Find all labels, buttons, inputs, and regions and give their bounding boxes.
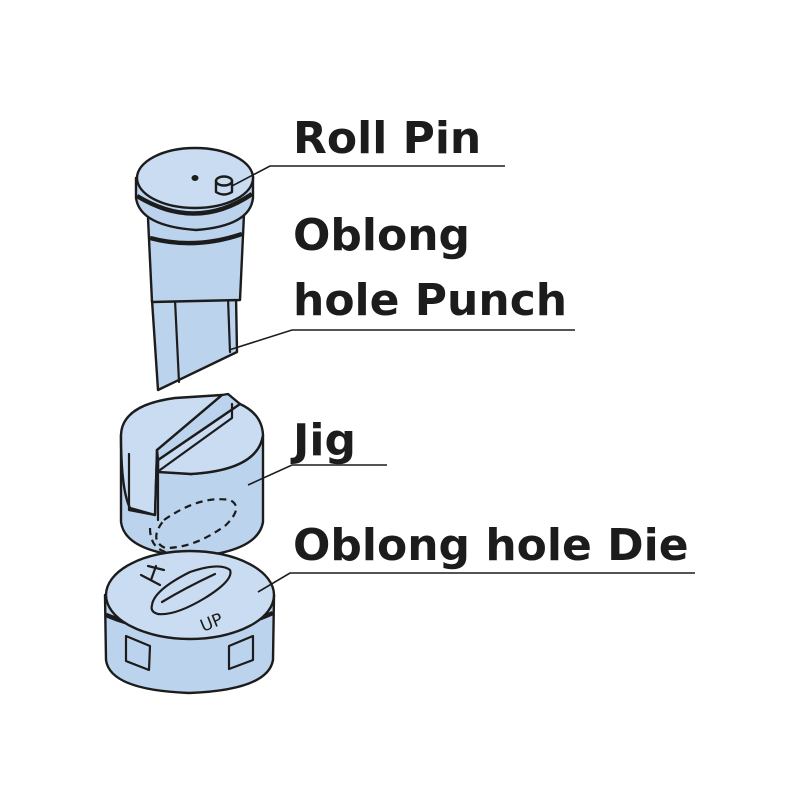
punch-leader [228,329,575,351]
die-window-left [124,634,152,672]
label-die: Oblong hole Die [293,520,689,571]
punch-blade [150,294,239,392]
roll-pin-hole [191,175,199,181]
jig-top-right [156,402,265,476]
jig-slot-left [127,393,224,517]
punch-head-band [135,192,254,216]
roll-pin-leader [231,165,505,187]
label-roll-pin: Roll Pin [293,113,481,164]
die-alignment-mark [139,564,166,587]
oblong-hole-die: UP [103,549,276,695]
punch-neck-band [149,231,243,246]
punch-blade-edge [173,298,181,384]
die-top-face [104,549,276,641]
oblong-hole-punch [134,146,255,392]
jig-hidden-hole [155,498,238,550]
die-oblong-hole [150,565,232,616]
label-punch-line1: Oblong [293,210,470,261]
die-hole-inner-edge [160,572,217,604]
die-window-right [227,634,255,671]
label-punch-line2: hole Punch [293,275,567,326]
jig-leader [247,464,387,486]
roll-pin [214,175,234,196]
label-jig: Jig [290,415,356,466]
jig-slot-back [158,402,234,472]
jig-hidden-edge [148,527,171,555]
punch-blade-groove [226,296,232,354]
jig [119,392,265,559]
die-leader [257,572,695,593]
